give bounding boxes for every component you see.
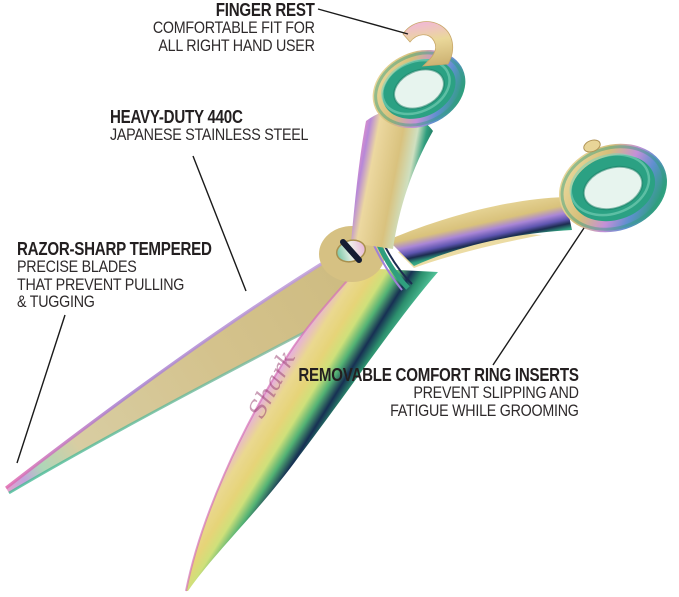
pivot-screw: [335, 239, 367, 263]
thumb-ring: [559, 143, 667, 233]
callout-title: RAZOR-SHARP TEMPERED: [17, 239, 212, 259]
callout-heavy-duty: HEAVY-DUTY 440C JAPANESE STAINLESS STEEL: [110, 108, 346, 144]
callout-text: & TUGGING: [17, 292, 95, 311]
leader-finger-rest: [317, 8, 409, 35]
callout-text: FATIGUE WHILE GROOMING: [390, 400, 579, 420]
leader-ring-inserts: [492, 227, 585, 366]
callout-text: JAPANESE STAINLESS STEEL: [110, 125, 309, 144]
leader-lines: [16, 8, 585, 464]
callout-title: REMOVABLE COMFORT RING INSERTS: [298, 365, 580, 385]
callout-ring-inserts: REMOVABLE COMFORT RING INSERTS PREVENT S…: [245, 365, 580, 420]
callout-title: FINGER REST: [216, 0, 315, 20]
leader-heavy-duty: [192, 155, 247, 292]
leader-razor-sharp: [16, 314, 66, 464]
ring-adjuster-nub: [583, 139, 601, 153]
callout-text: THAT PREVENT PULLING: [17, 274, 185, 294]
finger-ring: [372, 49, 466, 129]
callout-text: PREVENT SLIPPING AND: [413, 383, 580, 402]
callout-title: HEAVY-DUTY 440C: [110, 107, 243, 127]
callout-razor-sharp: RAZOR-SHARP TEMPERED PRECISE BLADES THAT…: [17, 240, 249, 311]
callout-text: PRECISE BLADES: [17, 257, 137, 276]
callout-text: COMFORTABLE FIT FOR: [153, 18, 315, 37]
finger-handle-shank: [351, 109, 433, 249]
callout-finger-rest: FINGER REST COMFORTABLE FIT FOR ALL RIGH…: [122, 1, 315, 54]
finger-rest-hook: [402, 21, 454, 67]
callout-text: ALL RIGHT HAND USER: [158, 35, 316, 55]
thumb-handle-shank: [388, 197, 572, 266]
